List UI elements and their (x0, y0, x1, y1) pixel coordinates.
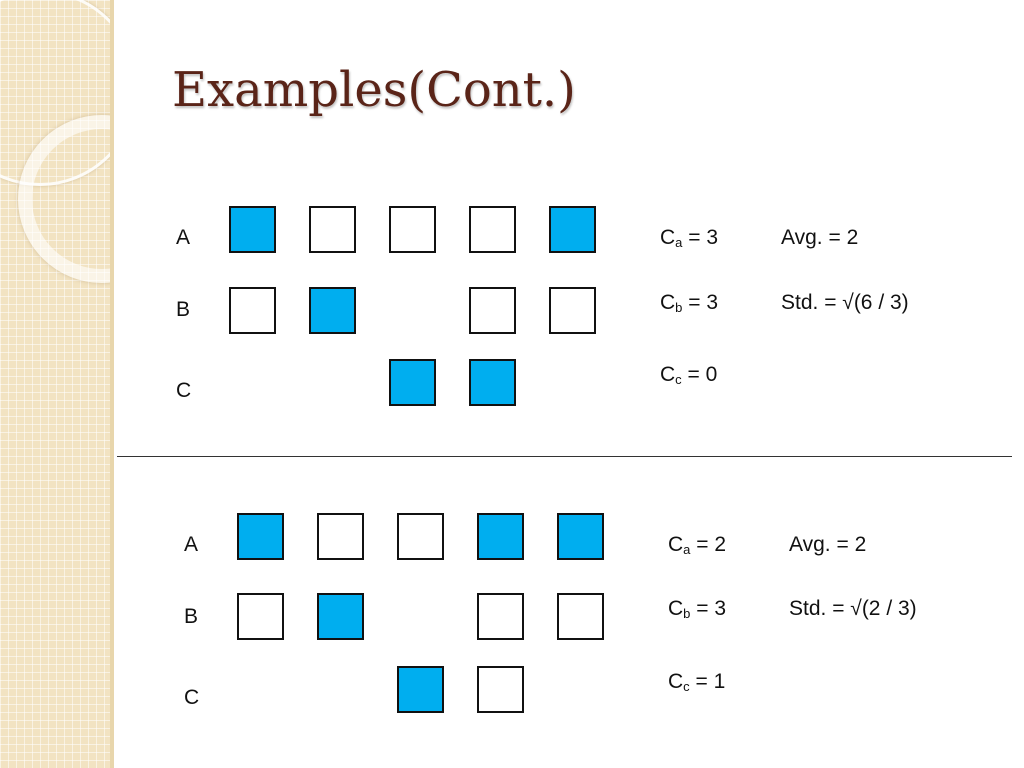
row-label-b: B (184, 605, 199, 628)
c-c-subscript: c (675, 372, 682, 387)
square-c-3-filled (389, 359, 436, 406)
square-b-4-empty (477, 593, 524, 640)
c-b-letter: C (660, 291, 676, 314)
square-c-3-filled (397, 666, 444, 713)
square-a-5-filled (549, 206, 596, 253)
square-c-4-empty (477, 666, 524, 713)
decorative-sidebar (0, 0, 114, 768)
square-b-5-empty (549, 287, 596, 334)
c-a-value: = 3 (682, 226, 719, 249)
square-a-4-empty (469, 206, 516, 253)
c-b-letter: C (668, 597, 684, 620)
c-c-value: = 0 (681, 363, 718, 386)
c-a-stat: Ca = 2 (668, 533, 727, 557)
c-c-stat: Cc = 1 (668, 670, 726, 694)
std-dev-stat: Std. = √(6 / 3) (781, 291, 909, 314)
square-a-5-filled (557, 513, 604, 560)
square-b-2-filled (317, 593, 364, 640)
square-a-2-empty (309, 206, 356, 253)
row-label-a: A (176, 226, 191, 249)
c-c-value: = 1 (689, 670, 726, 693)
square-a-3-empty (397, 513, 444, 560)
c-b-stat: Cb = 3 (660, 291, 719, 315)
row-label-b: B (176, 298, 191, 321)
sidebar-edge (110, 0, 114, 768)
square-b-2-filled (309, 287, 356, 334)
c-a-letter: C (668, 533, 684, 556)
average-stat: Avg. = 2 (789, 533, 867, 556)
c-b-stat: Cb = 3 (668, 597, 727, 621)
c-b-subscript: b (683, 606, 691, 621)
square-a-1-filled (237, 513, 284, 560)
c-b-value: = 3 (682, 291, 719, 314)
square-a-1-filled (229, 206, 276, 253)
slide-title: Examples(Cont.) (172, 62, 576, 118)
c-b-subscript: b (675, 300, 683, 315)
average-stat: Avg. = 2 (781, 226, 859, 249)
c-c-subscript: c (683, 679, 690, 694)
row-label-c: C (176, 379, 192, 402)
std-dev-stat: Std. = √(2 / 3) (789, 597, 917, 620)
c-c-letter: C (660, 363, 676, 386)
c-a-letter: C (660, 226, 676, 249)
row-label-c: C (184, 686, 200, 709)
c-c-letter: C (668, 670, 684, 693)
square-b-5-empty (557, 593, 604, 640)
square-b-4-empty (469, 287, 516, 334)
square-c-4-filled (469, 359, 516, 406)
square-a-3-empty (389, 206, 436, 253)
c-a-stat: Ca = 3 (660, 226, 719, 250)
c-a-subscript: a (683, 542, 691, 557)
c-a-value: = 2 (690, 533, 727, 556)
c-c-stat: Cc = 0 (660, 363, 718, 387)
row-label-a: A (184, 533, 199, 556)
square-a-2-empty (317, 513, 364, 560)
c-a-subscript: a (675, 235, 683, 250)
section-divider (117, 456, 1012, 457)
c-b-value: = 3 (690, 597, 727, 620)
square-a-4-filled (477, 513, 524, 560)
square-b-1-empty (229, 287, 276, 334)
square-b-1-empty (237, 593, 284, 640)
